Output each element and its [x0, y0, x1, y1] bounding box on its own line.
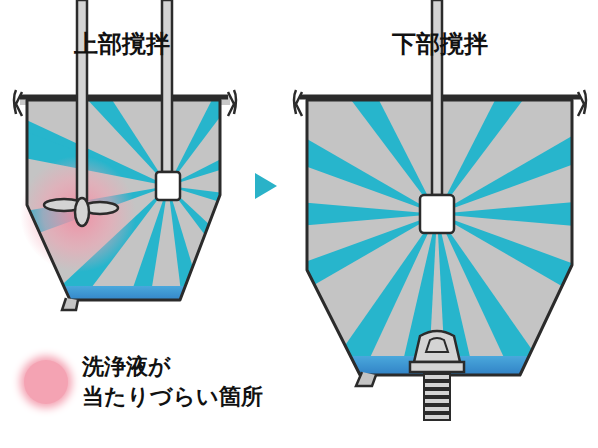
tank-heading: 下部撹拌	[392, 28, 488, 60]
outlet	[62, 298, 78, 310]
spray-rays	[0, 0, 486, 448]
spray-shaft	[162, 0, 172, 172]
legend-row: 洗浄液が 当たりづらい箇所	[24, 352, 282, 411]
tank-outline	[27, 100, 220, 300]
spray-ray	[61, 214, 437, 414]
legend-swatch	[24, 360, 68, 404]
propeller-hub	[75, 198, 89, 226]
spray-ball	[156, 172, 180, 200]
spray-ray	[437, 214, 598, 414]
spray-rays	[39, 0, 598, 448]
tank-lid	[20, 95, 228, 100]
tank-heading: 上部撹拌	[74, 28, 170, 60]
bottom-agitator	[414, 331, 460, 362]
drive-segment	[424, 406, 450, 412]
clamp	[294, 90, 586, 116]
drive-segment	[424, 382, 450, 388]
agitator-base	[410, 362, 464, 372]
drive-segment	[424, 398, 450, 404]
spray-ball	[420, 195, 454, 233]
spray-ray	[168, 186, 262, 448]
spray-shaft	[432, 0, 442, 195]
legend-text: 洗浄液が 当たりづらい箇所	[82, 352, 282, 411]
magnetic-drive	[424, 374, 450, 420]
drive-segment	[424, 390, 450, 396]
drive-segment	[424, 374, 450, 380]
spray-ray	[437, 179, 598, 249]
clamp	[14, 90, 236, 116]
outlet	[356, 372, 376, 386]
bottom-agitator	[426, 338, 448, 352]
transition-arrow	[255, 173, 277, 199]
spray-ray	[39, 179, 437, 249]
spray-ray	[208, 214, 437, 448]
liquid	[20, 286, 240, 306]
drive-segment	[424, 414, 450, 420]
